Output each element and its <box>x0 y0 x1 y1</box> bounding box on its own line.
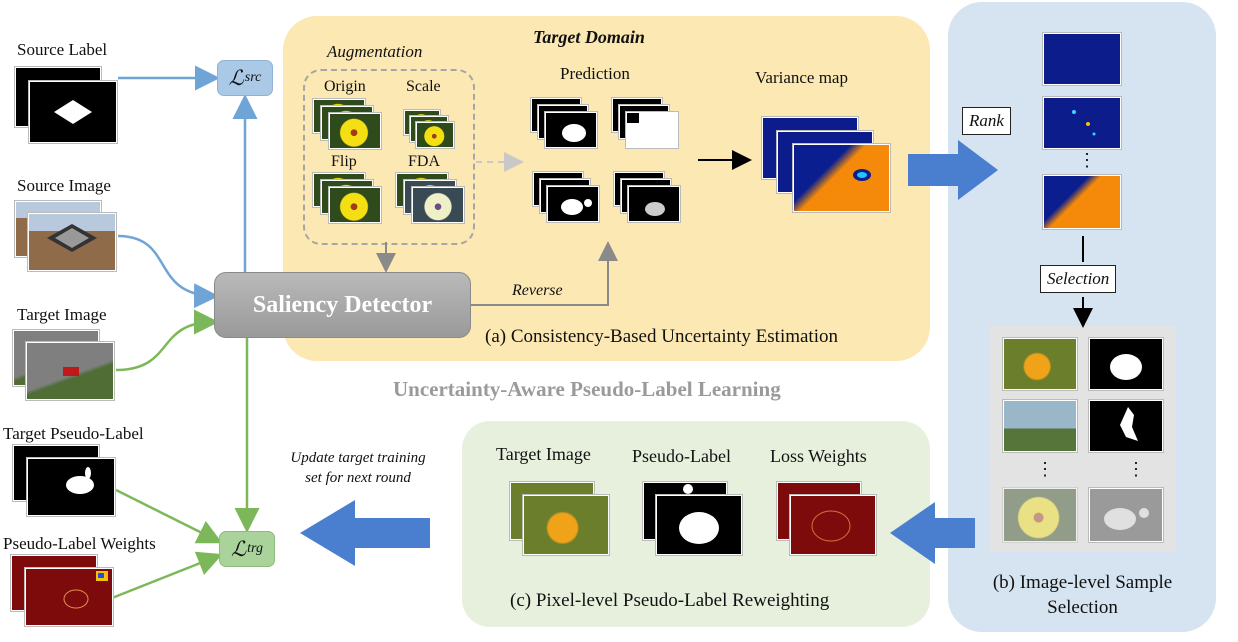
prediction-4 <box>628 186 680 222</box>
rejected-label <box>1089 488 1163 542</box>
panel-c-target-image-label: Target Image <box>496 444 591 464</box>
scale-label: Scale <box>406 78 441 95</box>
panel-b-caption-line1: (b) Image-level Sample <box>992 572 1173 593</box>
update-note-line2: set for next round <box>305 470 411 486</box>
big-arrow-to-trg <box>300 500 430 566</box>
prediction-2 <box>626 112 678 148</box>
fda-label: FDA <box>408 153 441 170</box>
source-label-text: Source Label <box>17 40 108 59</box>
origin-label: Origin <box>324 78 366 95</box>
target-image-arrow <box>115 309 219 372</box>
origin-thumb <box>329 113 381 149</box>
augmentation-group <box>303 69 475 245</box>
reverse-label: Reverse <box>512 282 563 299</box>
prediction-3 <box>547 186 599 222</box>
big-arrow-to-rank <box>908 140 998 200</box>
scale-thumb <box>416 122 454 148</box>
target-domain-title: Target Domain <box>533 27 645 47</box>
selected-dots-right: ⋮ <box>1127 459 1145 479</box>
pseudo-label-weights-text: Pseudo-Label Weights <box>3 534 156 553</box>
source-loss-symbol: ℒ <box>228 65 244 90</box>
ranked-map-1 <box>1043 33 1121 85</box>
panel-c-loss-weights <box>790 495 876 555</box>
source-loss-subscript: src <box>244 70 262 85</box>
selected-image-1 <box>1003 338 1077 390</box>
target-image-text: Target Image <box>17 305 107 324</box>
reverse-arrow <box>471 241 618 306</box>
rank-box: Rank <box>962 107 1011 135</box>
rejected-image <box>1003 488 1077 542</box>
selection-box: Selection <box>1040 265 1117 293</box>
target-loss-subscript: trg <box>247 541 263 556</box>
panel-c-caption: (c) Pixel-level Pseudo-Label Reweighting <box>510 590 830 611</box>
selected-dots-left: ⋮ <box>1036 459 1054 479</box>
panel-a-caption: (a) Consistency-Based Uncertainty Estima… <box>485 326 838 347</box>
update-note-line1: Update target training <box>290 450 426 466</box>
source-image-arrow <box>117 234 219 309</box>
target-pseudo-label-image <box>27 458 115 516</box>
source-label-image <box>29 81 117 143</box>
flip-thumb <box>329 187 381 223</box>
variance-map-front <box>793 144 890 212</box>
saliency-detector-block: Saliency Detector <box>214 272 471 338</box>
pseudo-label-arrow <box>115 488 223 544</box>
weights-image <box>25 568 113 626</box>
middle-title: Uncertainty-Aware Pseudo-Label Learning <box>393 377 781 401</box>
target-image <box>26 342 114 400</box>
selected-label-2 <box>1089 400 1163 452</box>
source-image-text: Source Image <box>17 176 111 195</box>
augmentation-label: Augmentation <box>327 42 423 61</box>
source-image <box>28 213 116 271</box>
ranked-dots: ⋮ <box>1078 150 1096 170</box>
selected-label-1 <box>1089 338 1163 390</box>
panel-b-caption-line2: Selection <box>1047 597 1118 618</box>
panel-c-pseudo-label <box>656 495 742 555</box>
target-pseudo-label-text: Target Pseudo-Label <box>3 424 144 443</box>
target-loss-symbol: ℒ <box>231 536 247 561</box>
saliency-detector-label: Saliency Detector <box>252 291 433 318</box>
ranked-map-2 <box>1043 97 1121 149</box>
variance-map-label: Variance map <box>755 68 848 87</box>
weights-arrow <box>111 551 223 600</box>
fda-thumb <box>412 187 464 223</box>
big-arrow-to-reweighting <box>890 502 975 564</box>
selected-image-2 <box>1003 400 1077 452</box>
prediction-label: Prediction <box>560 64 630 83</box>
panel-c-target-image <box>523 495 609 555</box>
panel-c-loss-weights-label: Loss Weights <box>770 446 867 466</box>
ranked-map-3 <box>1043 175 1121 229</box>
prediction-1 <box>545 112 597 148</box>
flip-label: Flip <box>331 153 357 170</box>
panel-c-pseudo-label-label: Pseudo-Label <box>632 446 731 466</box>
